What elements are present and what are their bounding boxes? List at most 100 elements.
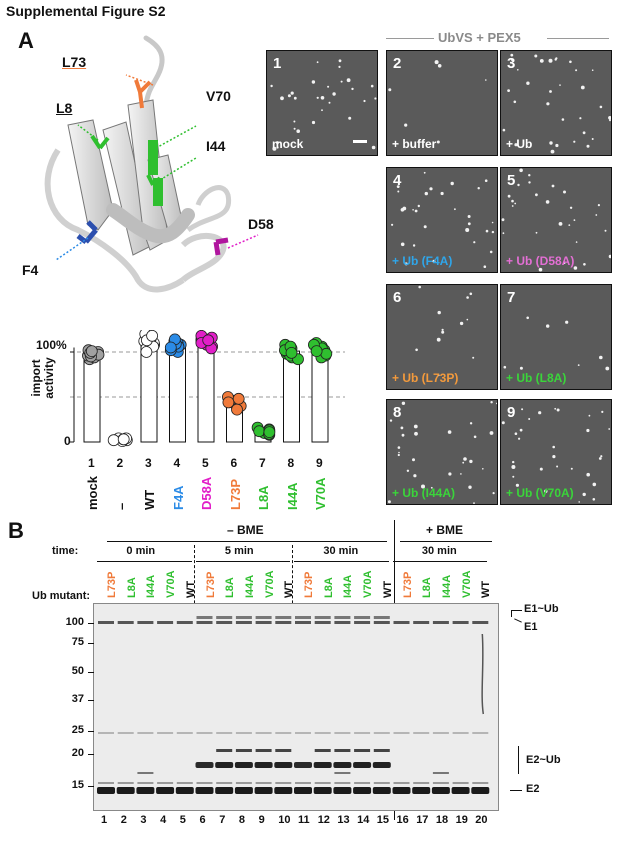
fluorescent-spot: [592, 498, 596, 501]
fluorescent-spot: [558, 222, 563, 226]
e2ub-bracket: [518, 746, 519, 774]
e2-band: [254, 787, 273, 794]
lane-number: 4: [160, 814, 167, 826]
fluorescent-spot: [555, 143, 559, 148]
fluorescent-spot: [549, 90, 552, 93]
fluorescent-spot: [539, 59, 544, 63]
i44a-band: [432, 772, 449, 774]
time-group-label: 5 min: [224, 545, 254, 557]
e2ub-band-upper: [314, 749, 331, 752]
tile-label: + Ub: [506, 137, 533, 151]
e1-band: [295, 621, 311, 624]
faint-band: [432, 782, 449, 784]
mw-marker-label: 100: [65, 616, 84, 628]
fluorescent-spot: [507, 194, 511, 198]
fluorescent-spot: [414, 431, 418, 436]
fluorescent-spot: [586, 428, 590, 433]
fluorescent-spot: [608, 254, 611, 259]
fluorescent-spot: [396, 185, 400, 188]
fluorescent-spot: [511, 205, 514, 207]
e1-band: [235, 621, 252, 624]
fluorescent-spot: [519, 428, 523, 432]
fluorescent-spot: [491, 221, 494, 224]
d58-leader: [227, 234, 259, 249]
fluorescent-spot: [563, 190, 566, 194]
tile-label: + Ub (L8A): [506, 371, 567, 385]
fluorescent-spot: [573, 219, 576, 221]
e2-band: [392, 787, 411, 794]
fluorescent-spot: [563, 262, 566, 264]
x-category-label: WT: [142, 489, 157, 510]
fluorescent-spot: [503, 365, 507, 369]
micrograph-dots: [501, 168, 611, 272]
fluorescent-spot: [597, 204, 600, 207]
fluorescent-spot: [348, 116, 352, 120]
faint-band: [413, 782, 430, 784]
l8-sidechain: [90, 134, 110, 150]
fluorescent-spot: [490, 401, 493, 404]
bar: [83, 354, 101, 443]
e2ub-band-strong: [294, 762, 312, 768]
fluorescent-spot: [276, 146, 279, 149]
fluorescent-spot: [556, 408, 560, 412]
e2ub-band-upper: [255, 749, 272, 752]
fluorescent-spot: [512, 460, 515, 464]
micrograph-tile: 2+ buffer: [386, 50, 498, 156]
x-tick-number: 1: [88, 456, 95, 470]
fluorescent-spot: [387, 500, 391, 504]
fluorescent-spot: [559, 84, 561, 86]
header-rule-left: [386, 38, 434, 39]
e1-band: [393, 621, 410, 624]
tile-number: 8: [393, 404, 402, 421]
mw-marker-label: 20: [71, 747, 84, 759]
y-axis-label-text: import activity: [29, 357, 56, 399]
fluorescent-spot: [270, 84, 273, 88]
fluorescent-spot: [535, 193, 538, 197]
e1-band: [472, 621, 489, 624]
import-activity-chart: [0, 330, 380, 520]
backbone-loop: [44, 148, 185, 293]
band-label-e2ub: E2~Ub: [526, 754, 561, 766]
backbone-loop-3: [186, 185, 232, 233]
e2-band: [294, 787, 312, 794]
faint-band: [196, 782, 213, 784]
fluorescent-spot: [591, 69, 594, 71]
lane-number: 5: [179, 814, 186, 826]
micrograph-dots: [501, 407, 611, 503]
fluorescent-spot: [440, 191, 444, 196]
fluorescent-spot: [413, 424, 418, 429]
fluorescent-spot: [374, 97, 377, 100]
band-label-e2: E2: [526, 783, 540, 795]
e1ub-band: [334, 616, 351, 619]
fluorescent-spot: [466, 318, 469, 321]
lane-mutant-label: L73P: [106, 571, 118, 598]
time-group-label: 30 min: [421, 545, 457, 557]
fluorescent-spot: [550, 149, 555, 154]
fluorescent-spot: [272, 146, 277, 151]
micrograph-dots: [502, 53, 611, 154]
fluorescent-spot: [391, 223, 394, 226]
mw-marker-label: 25: [71, 724, 84, 736]
fluorescent-spot: [448, 472, 452, 476]
label-f4: F4: [22, 262, 39, 278]
e1ub-band: [314, 616, 331, 619]
fluorescent-spot: [437, 64, 442, 68]
x-category-label: L73P: [227, 478, 243, 510]
mw-tick: [88, 643, 94, 644]
micrograph-tile: 9+ Ub (V70A): [500, 399, 612, 505]
e2ub-band-strong: [215, 762, 234, 768]
fluorescent-spot: [327, 85, 330, 88]
fluorescent-spot: [401, 433, 405, 437]
fluorescent-spot: [552, 445, 555, 449]
faint-band: [472, 732, 489, 734]
fluorescent-spot: [462, 461, 465, 464]
lane-number: 12: [317, 814, 330, 826]
fluorescent-spot: [601, 410, 604, 413]
data-point: [107, 434, 120, 447]
band-label-e1: E1: [524, 621, 538, 633]
c-terminal-tail: [143, 35, 165, 108]
fluorescent-spot: [484, 179, 488, 182]
lane-mutant-label: L8A: [421, 577, 434, 598]
tile-number: 6: [393, 289, 402, 306]
fluorescent-spot: [328, 101, 331, 104]
